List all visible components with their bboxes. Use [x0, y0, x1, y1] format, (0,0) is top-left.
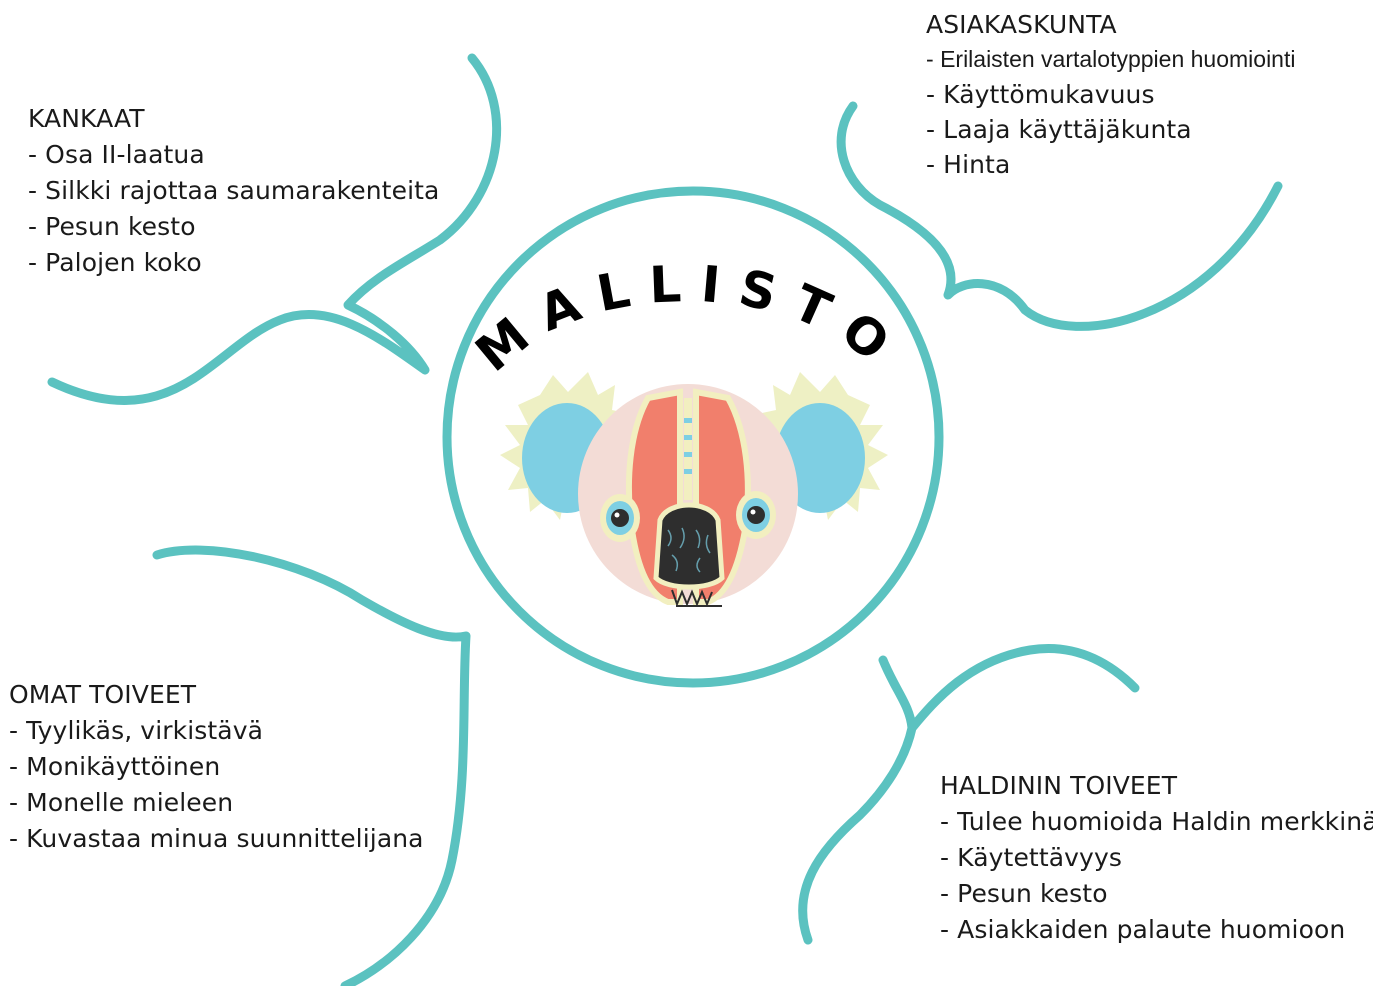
- list-item: Laaja käyttäjäkunta: [926, 112, 1295, 147]
- branch-omat: [152, 545, 471, 986]
- list-item: Erilaisten vartalotyppien huomiointi: [926, 42, 1295, 77]
- list-item: Silkki rajottaa saumarakenteita: [28, 173, 439, 209]
- list-item: Osa II-laatua: [28, 137, 439, 173]
- list-item: Monikäyttöinen: [9, 749, 424, 785]
- asiakaskunta-heading: ASIAKASKUNTA: [926, 10, 1117, 39]
- haldinin-toiveet-heading: HALDININ TOIVEET: [940, 771, 1178, 800]
- list-item: Kuvastaa minua suunnittelijana: [9, 821, 424, 857]
- connector-lines: [47, 53, 1283, 986]
- list-item: Käyttömukavuus: [926, 77, 1295, 112]
- list-item: Pesun kesto: [28, 209, 439, 245]
- list-item: Tyylikäs, virkistävä: [9, 713, 424, 749]
- haldinin-toiveet-list: Tulee huomioida Haldin merkkinä Käytettä…: [940, 804, 1373, 948]
- nose-texture: [667, 527, 711, 573]
- list-item: Tulee huomioida Haldin merkkinä: [940, 804, 1373, 840]
- list-item: Palojen koko: [28, 245, 439, 281]
- omat-toiveet-block: OMAT TOIVEET Tyylikäs, virkistävä Monikä…: [9, 677, 424, 857]
- haldinin-toiveet-block: HALDININ TOIVEET Tulee huomioida Haldin …: [940, 768, 1373, 948]
- list-item: Asiakkaiden palaute huomioon: [940, 912, 1373, 948]
- koala-mouth: [671, 589, 722, 607]
- list-item: Käytettävyys: [940, 840, 1373, 876]
- branch-haldin: [798, 644, 1140, 945]
- list-item: Hinta: [926, 147, 1295, 182]
- asiakaskunta-list: Erilaisten vartalotyppien huomiointi Käy…: [926, 42, 1295, 182]
- stripe-dots: [684, 418, 692, 474]
- branch-kankaat: [47, 53, 502, 405]
- koala-face-icon: [500, 372, 888, 607]
- omat-toiveet-list: Tyylikäs, virkistävä Monikäyttöinen Mone…: [9, 713, 424, 857]
- right-eye: [736, 491, 776, 539]
- kankaat-block: KANKAAT Osa II-laatua Silkki rajottaa sa…: [28, 101, 439, 281]
- left-eye: [600, 494, 640, 542]
- list-item: Pesun kesto: [940, 876, 1373, 912]
- kankaat-heading: KANKAAT: [28, 104, 145, 133]
- asiakaskunta-block: ASIAKASKUNTA Erilaisten vartalotyppien h…: [926, 7, 1295, 182]
- koala-nose: [653, 502, 725, 590]
- omat-toiveet-heading: OMAT TOIVEET: [9, 680, 197, 709]
- list-item: Monelle mieleen: [9, 785, 424, 821]
- kankaat-list: Osa II-laatua Silkki rajottaa saumaraken…: [28, 137, 439, 281]
- branch-asiakaskunta: [836, 101, 1283, 331]
